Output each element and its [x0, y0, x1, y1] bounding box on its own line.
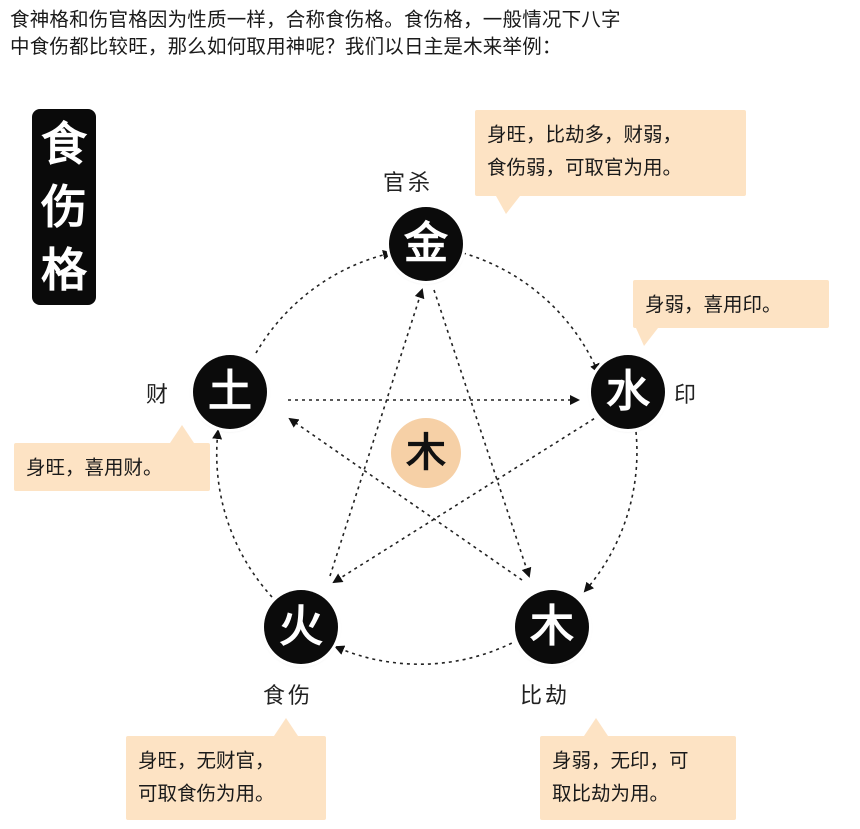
bubble-bottom-left-tail — [274, 718, 298, 736]
bubble-bottom-right: 身弱，无印，可 取比劫为用。 — [540, 736, 736, 820]
bubble-bottom-right-tail — [584, 718, 608, 736]
node-water: 水 — [591, 355, 665, 429]
intro-line-1: 食神格和伤官格因为性质一样，合称食伤格。食伤格，一般情况下八字 — [10, 8, 621, 31]
controlling-star — [288, 288, 601, 584]
star-bottomright-to-left — [288, 417, 523, 581]
bubble-right-tail — [636, 328, 658, 346]
star-top-to-bottomright — [433, 289, 532, 578]
bubble-left: 身旺，喜用财。 — [14, 443, 210, 491]
label-cai: 财 — [146, 383, 172, 408]
node-wood: 木 — [515, 590, 589, 664]
intro-text: 食神格和伤官格因为性质一样，合称食伤格。食伤格，一般情况下八字 中食伤都比较旺，… — [10, 6, 855, 60]
generating-cycle — [212, 249, 638, 665]
label-yin: 印 — [674, 383, 700, 408]
bubble-left-line-1: 身旺，喜用财。 — [26, 456, 163, 479]
title-char-3: 格 — [41, 242, 87, 297]
node-fire: 火 — [264, 590, 338, 664]
arc-top-to-right — [462, 252, 600, 374]
label-guansha: 官杀 — [383, 171, 434, 196]
arc-right-to-bottomright — [583, 431, 638, 593]
label-shishang: 食伤 — [263, 684, 314, 709]
arc-bottomright-to-bottomleft — [334, 639, 519, 665]
center-day-master: 木 — [391, 418, 461, 488]
bubble-right-line-1: 身弱，喜用印。 — [645, 293, 782, 316]
title-char-1: 食 — [41, 117, 87, 172]
arc-left-to-top — [255, 249, 393, 354]
bubble-bottom-right-line-2: 取比劫为用。 — [552, 782, 670, 805]
title-char-2: 伤 — [41, 179, 87, 234]
arc-bottomleft-to-left — [212, 429, 273, 598]
node-earth: 土 — [193, 355, 267, 429]
star-right-to-bottomleft — [332, 414, 601, 584]
title-block: 食 伤 格 — [32, 109, 96, 305]
star-bottomleft-to-top — [329, 288, 425, 577]
bubble-top: 身旺，比劫多，财弱， 食伤弱，可取官为用。 — [475, 110, 746, 196]
bubble-top-line-2: 食伤弱，可取官为用。 — [487, 156, 683, 179]
bubble-right: 身弱，喜用印。 — [633, 280, 829, 328]
bubble-bottom-left: 身旺，无财官， 可取食伤为用。 — [126, 736, 326, 820]
bubble-top-line-1: 身旺，比劫多，财弱， — [487, 123, 683, 146]
label-bijie: 比劫 — [520, 684, 571, 709]
intro-line-2: 中食伤都比较旺，那么如何取用神呢？我们以日主是木来举例： — [10, 35, 562, 58]
node-metal: 金 — [389, 207, 463, 281]
bubble-left-tail — [170, 425, 194, 443]
bubble-bottom-left-line-2: 可取食伤为用。 — [138, 782, 275, 805]
bubble-bottom-right-line-1: 身弱，无印，可 — [552, 749, 689, 772]
bubble-top-tail — [496, 196, 520, 214]
bubble-bottom-left-line-1: 身旺，无财官， — [138, 749, 275, 772]
